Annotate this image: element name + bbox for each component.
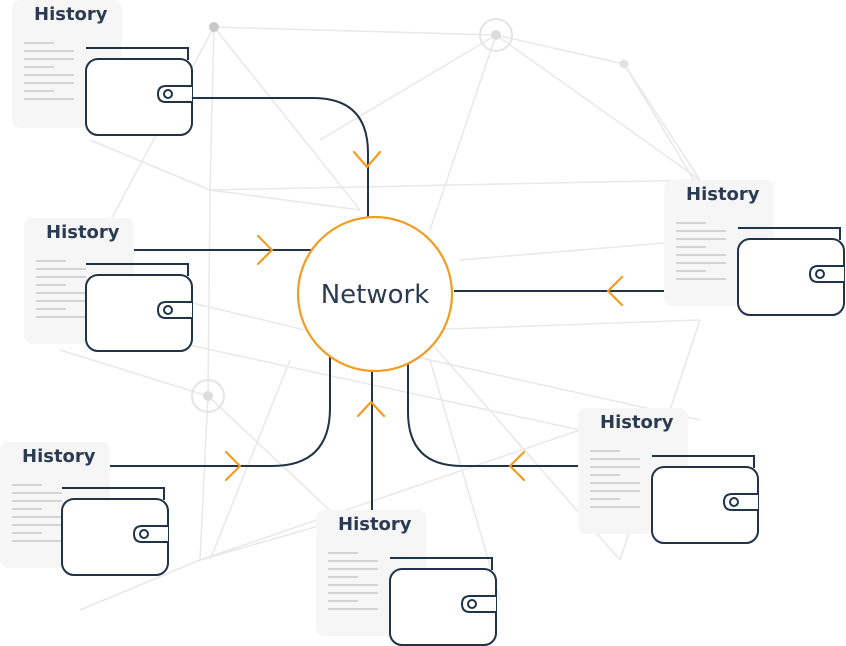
connector-bottom-left [110, 356, 331, 467]
history-lines [24, 42, 74, 106]
history-label: History [46, 222, 120, 243]
history-label: History [22, 446, 96, 467]
wallet-icon [389, 557, 497, 646]
history-lines [328, 552, 378, 616]
arrow-right-icon [224, 450, 242, 482]
connector-bottom-right [407, 364, 578, 467]
arrow-left-icon [508, 450, 526, 482]
wallet-icon [85, 263, 193, 352]
wallet-icon [85, 47, 193, 136]
history-label: History [686, 184, 760, 205]
network-node [296, 215, 454, 373]
wallet-icon [651, 455, 759, 544]
history-lines [12, 484, 62, 548]
history-label: History [34, 4, 108, 25]
history-lines [36, 260, 86, 324]
history-lines [676, 222, 726, 286]
connector-top-left [191, 97, 369, 218]
history-label: History [600, 412, 674, 433]
arrow-down-icon [352, 150, 382, 169]
history-lines [590, 450, 640, 514]
history-label: History [338, 514, 412, 535]
network-label: Network [321, 280, 430, 310]
wallet-icon [737, 227, 845, 316]
arrow-left-icon [606, 275, 624, 307]
wallet-icon [61, 487, 169, 576]
arrow-up-icon [356, 400, 386, 418]
arrow-right-icon [256, 234, 274, 266]
